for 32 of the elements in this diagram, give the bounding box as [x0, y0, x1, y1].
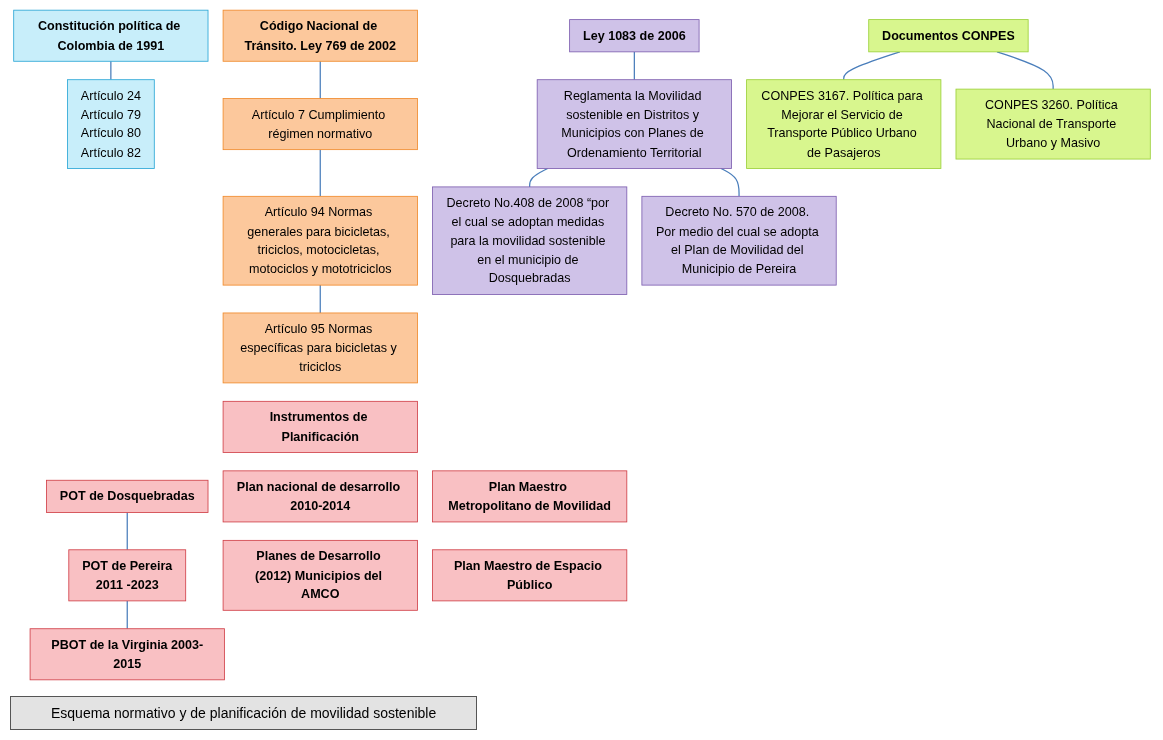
node-box: POT de Pereira 2011 -2023 [67, 549, 186, 602]
node-box: Ley 1083 de 2006 [568, 19, 699, 53]
connector [995, 51, 1054, 90]
node-box: Artículo 94 Normas generales para bicicletas, triciclos, motocicletas, motociclos y mototriciclos [222, 195, 418, 286]
caption-box: Esquema normativo y de planificación de movilidad sostenible [10, 696, 478, 730]
node-box: Artículo 95 Normas específicas para bicicletas y triciclos [222, 312, 418, 384]
connector [842, 51, 900, 81]
node-box: Plan Maestro de Espacio Público [431, 549, 627, 602]
node-box: Plan nacional de desarrollo 2010-2014 [222, 470, 418, 523]
node-box: Documentos CONPES [867, 19, 1029, 53]
node-box: Artículo 7 Cumplimiento régimen normativo [222, 98, 418, 151]
node-box: Constitución política de Colombia de 1991 [12, 9, 208, 62]
connector [633, 51, 635, 81]
connector [319, 284, 321, 314]
node-box: CONPES 3260. Política Nacional de Transporte Urbano y Masivo [955, 88, 1151, 160]
connector [109, 60, 111, 81]
node-box: Planes de Desarrollo (2012) Municipios del AMCO [222, 539, 418, 611]
node-box: Código Nacional de Tránsito. Ley 769 de 2002 [222, 9, 418, 62]
node-box: CONPES 3167. Política para Mejorar el Servicio de Transporte Público Urbano de Pasajeros [745, 79, 941, 169]
node-box: Decreto No.408 de 2008 “por el cual se adoptan medidas para la movilidad sostenible en el municipio de Dosquebradas [431, 186, 627, 295]
connector [319, 60, 321, 100]
node-box: Instrumentos de Planificación [222, 400, 418, 453]
node-box: POT de Dosquebradas [45, 479, 208, 513]
node-box: Reglamenta la Movilidad sostenible en Distritos y Municipios con Planes de Ordenamiento Territorial [536, 79, 732, 169]
node-box: Artículo 24 Artículo 79 Artículo 80 Artículo 82 [66, 79, 155, 169]
connector [126, 511, 128, 551]
connector [528, 167, 548, 188]
connector [319, 149, 321, 197]
node-box: Decreto No. 570 de 2008. Por medio del cual se adopta el Plan de Movilidad del Municipio de Pereira [640, 195, 837, 286]
node-box: PBOT de la Virginia 2003-2015 [29, 628, 225, 681]
node-box: Plan Maestro Metropolitano de Movilidad [431, 470, 627, 523]
connector [126, 600, 128, 630]
